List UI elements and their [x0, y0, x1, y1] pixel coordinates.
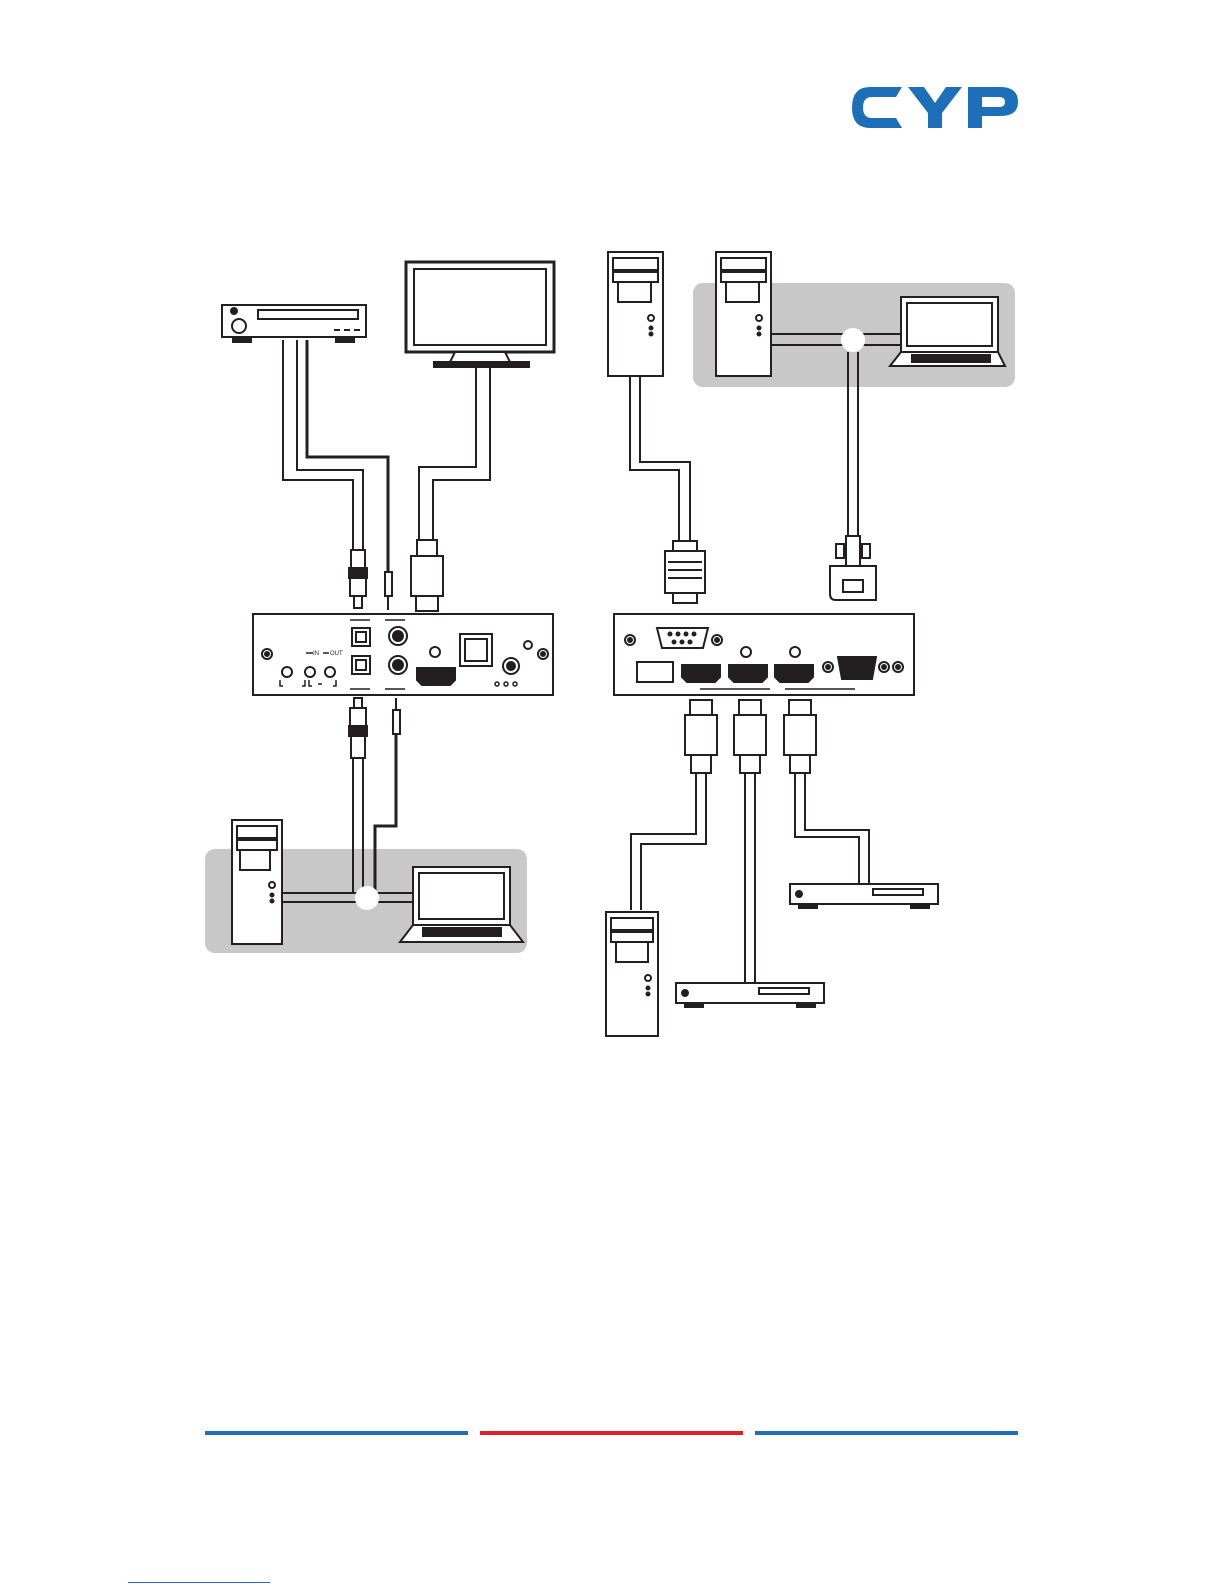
footer-rule-red-middle — [480, 1431, 743, 1435]
footer-rule-blue-left — [205, 1431, 468, 1435]
audio-cable-top — [307, 340, 388, 585]
hdmi-plugs-bottom — [685, 700, 816, 773]
footnote-line — [128, 1582, 270, 1583]
pc-tower-icon-bottom — [606, 912, 658, 1036]
footer-rule-blue-right — [755, 1431, 1018, 1435]
optical-plug-bottom — [349, 698, 367, 758]
hdmi-plug-tv — [411, 540, 443, 611]
panel-out-label: OUT — [330, 651, 343, 657]
audio-plug-top — [385, 572, 392, 610]
laptop-icon-right — [890, 297, 1005, 366]
optical-plug-top — [349, 550, 367, 608]
rs232-plug — [830, 536, 876, 600]
receiver-rear-panel — [614, 614, 914, 695]
hdmi-cable-player-mid — [745, 773, 755, 983]
hdmi-cable-player-right — [795, 773, 869, 884]
media-player-icon-mid — [676, 983, 824, 1007]
hdmi-cable-tv — [419, 367, 490, 545]
vga-plug — [665, 541, 705, 603]
av-receiver-icon — [222, 305, 366, 342]
hdmi-cable-pc — [631, 773, 706, 910]
pc-tower-icon-zone — [716, 252, 771, 376]
pc-tower-icon-left — [232, 820, 282, 944]
panel-in-label: IN — [313, 651, 319, 657]
vga-cable — [630, 376, 690, 545]
tv-display-icon — [406, 262, 554, 367]
zone-junction-right — [841, 328, 865, 352]
pc-tower-icon-top — [608, 252, 663, 376]
zone-junction-left — [355, 886, 379, 910]
optical-cable-top — [283, 340, 363, 552]
laptop-icon-left — [400, 867, 523, 942]
audio-plug-bottom — [393, 698, 400, 734]
media-player-icon-right — [790, 884, 938, 908]
